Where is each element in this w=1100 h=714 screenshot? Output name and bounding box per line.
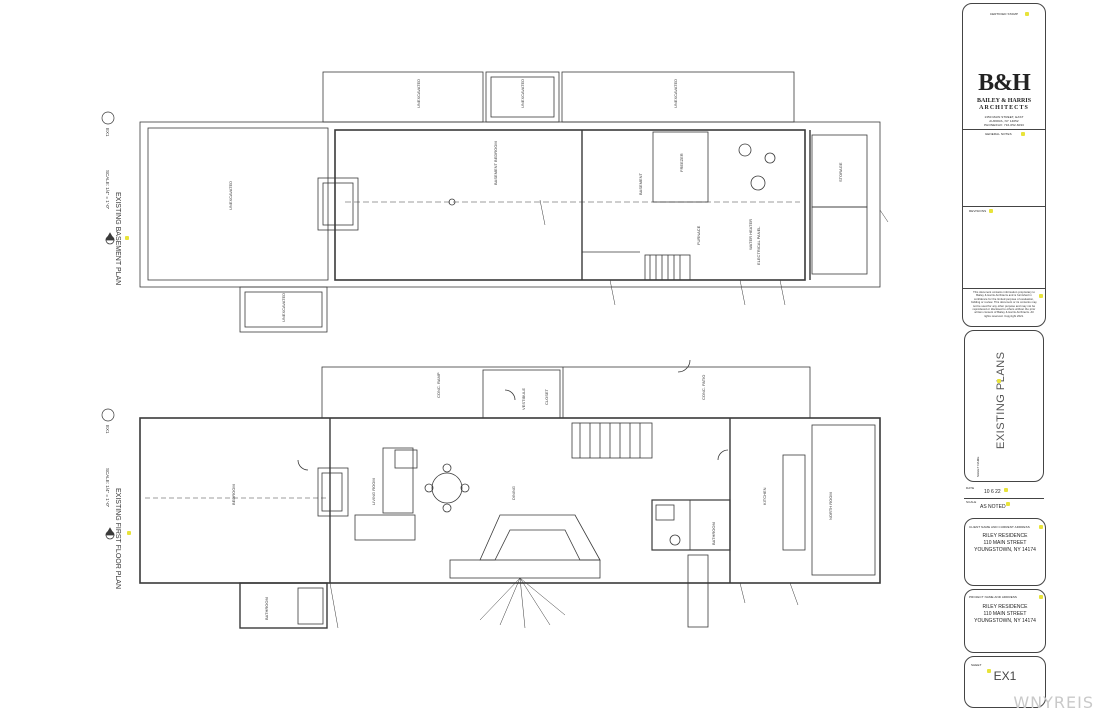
marker-project <box>1039 595 1043 599</box>
label-bathroom-2: BATHROOM <box>264 597 269 620</box>
copyright-notice: This document contains information propr… <box>971 291 1037 318</box>
divider-copyright <box>963 288 1045 289</box>
project-panel: PROJECT NAME AND ADDRESS RILEY RESIDENCE… <box>964 589 1046 653</box>
marker-first-floor <box>127 531 131 535</box>
project-label: PROJECT NAME AND ADDRESS <box>969 595 1018 599</box>
date-label: DATE <box>966 486 975 490</box>
north-arrow-basement <box>105 232 115 245</box>
label-freezer: FREEZER <box>679 153 684 172</box>
label-unexcavated-left: UNEXCAVATED <box>228 181 233 210</box>
label-bathroom: BATHROOM <box>711 522 716 545</box>
certified-stamp-label: CERTIFIED STAMP <box>989 12 1019 16</box>
project-address-2: YOUNGSTOWN, NY 14174 <box>974 618 1036 624</box>
label-storage: STORAGE <box>838 162 843 182</box>
label-conc-ramp: CONC. RAMP <box>436 372 441 398</box>
marker-revisions <box>989 209 993 213</box>
marker-notes <box>1021 132 1025 136</box>
sheet-name-panel: EXISTING PLANS SHEET NAME <box>964 330 1044 482</box>
client-address-1: 110 MAIN STREET <box>983 540 1027 546</box>
logo-mark: B&H <box>978 70 1031 96</box>
firm-address-1: 1350 MAIN STREET, EAST <box>984 115 1024 119</box>
label-closet: CLOSET <box>544 388 549 405</box>
divider-scale <box>964 498 1044 499</box>
label-conc-patio: CONC. PATIO <box>701 375 706 400</box>
north-arrow-first-floor <box>105 527 115 540</box>
label-unexcavated-top-1: UNEXCAVATED <box>416 79 421 108</box>
firm-sub: ARCHITECTS <box>979 105 1029 111</box>
client-name: RILEY RESIDENCE <box>982 533 1028 539</box>
marker-basement <box>125 236 129 240</box>
first-floor-plan <box>139 359 881 629</box>
firm-name: BAILEY & HARRIS <box>976 98 1032 104</box>
label-unexcavated-top-2: UNEXCAVATED <box>520 79 525 108</box>
divider-notes <box>963 129 1045 130</box>
sheet-label: SHEET <box>971 663 982 667</box>
basement-plan-title: EXISTING BASEMENT PLAN <box>114 192 121 285</box>
marker-date <box>1004 488 1008 492</box>
basement-plan-scale: SCALE: 1/4" = 1'-0" <box>105 170 110 210</box>
date-scale-panel: DATE 10 6 22 SCALE AS NOTED <box>964 484 1044 514</box>
label-water-heater: WATER HEATER <box>748 219 753 250</box>
first-floor-plan-number: EX1 <box>105 425 110 434</box>
label-unexcavated-top-3: UNEXCAVATED <box>673 79 678 108</box>
label-bedroom: BEDROOM <box>231 484 236 505</box>
client-address-2: YOUNGSTOWN, NY 14174 <box>974 547 1036 553</box>
first-floor-plan-title: EXISTING FIRST FLOOR PLAN <box>114 488 121 589</box>
watermark: WNYREIS <box>1013 693 1094 712</box>
sheet-name-label: SHEET NAME <box>976 456 980 477</box>
label-basement: BASEMENT <box>638 172 643 195</box>
label-dining: DINING <box>511 486 516 500</box>
sheet-number: EX1 <box>993 669 1017 683</box>
divider-revisions <box>963 206 1045 207</box>
firm-phone: PHONE/FAX: 716-652-6033 <box>984 123 1024 127</box>
scale-value: AS NOTED <box>980 504 1006 510</box>
marker-copyright <box>1039 294 1043 298</box>
client-panel: CLIENT NAME AND CURRENT ADDRESS RILEY RE… <box>964 518 1046 586</box>
label-vestibule: VESTIBULE <box>521 388 526 410</box>
firm-address-2: AURORA, NY 14052 <box>989 119 1019 123</box>
label-electrical-panel: ELECTRICAL PANEL <box>756 226 761 265</box>
label-kitchen: KITCHEN <box>762 487 767 505</box>
label-living-room: LIVING ROOM <box>371 478 376 505</box>
marker-scale <box>1006 502 1010 506</box>
marker-client <box>1039 525 1043 529</box>
project-address-1: 110 MAIN STREET <box>983 611 1027 617</box>
marker-sheet <box>987 669 991 673</box>
title-block: CERTIFIED STAMP B&H BAILEY & HARRIS ARCH… <box>958 0 1050 714</box>
marker-sheet-name <box>997 379 1001 383</box>
label-basement-bedroom: BASEMENT BEDROOM <box>493 141 498 185</box>
revisions-label: REVISIONS <box>969 209 987 213</box>
basement-plan-number: EX1 <box>105 128 110 137</box>
project-name: RILEY RESIDENCE <box>982 604 1028 610</box>
label-furnace: FURNACE <box>696 225 701 245</box>
sheet-name: EXISTING PLANS <box>995 351 1007 449</box>
basement-plan <box>139 71 889 333</box>
label-unexcavated-bottom: UNEXCAVATED <box>281 293 286 322</box>
marker-stamp <box>1025 12 1029 16</box>
client-label: CLIENT NAME AND CURRENT ADDRESS <box>969 525 1030 529</box>
general-notes-label: GENERAL NOTES <box>985 132 1012 136</box>
label-north-room: NORTH ROOM <box>828 492 833 520</box>
sheet-number-panel: SHEET EX1 <box>964 656 1046 708</box>
date-value: 10 6 22 <box>984 489 1001 495</box>
first-floor-plan-scale: SCALE: 1/4" = 1'-0" <box>105 468 110 508</box>
firm-logo: B&H BAILEY & HARRIS ARCHITECTS <box>971 70 1037 118</box>
title-block-top: CERTIFIED STAMP B&H BAILEY & HARRIS ARCH… <box>962 3 1046 327</box>
scale-label: SCALE <box>966 500 977 504</box>
